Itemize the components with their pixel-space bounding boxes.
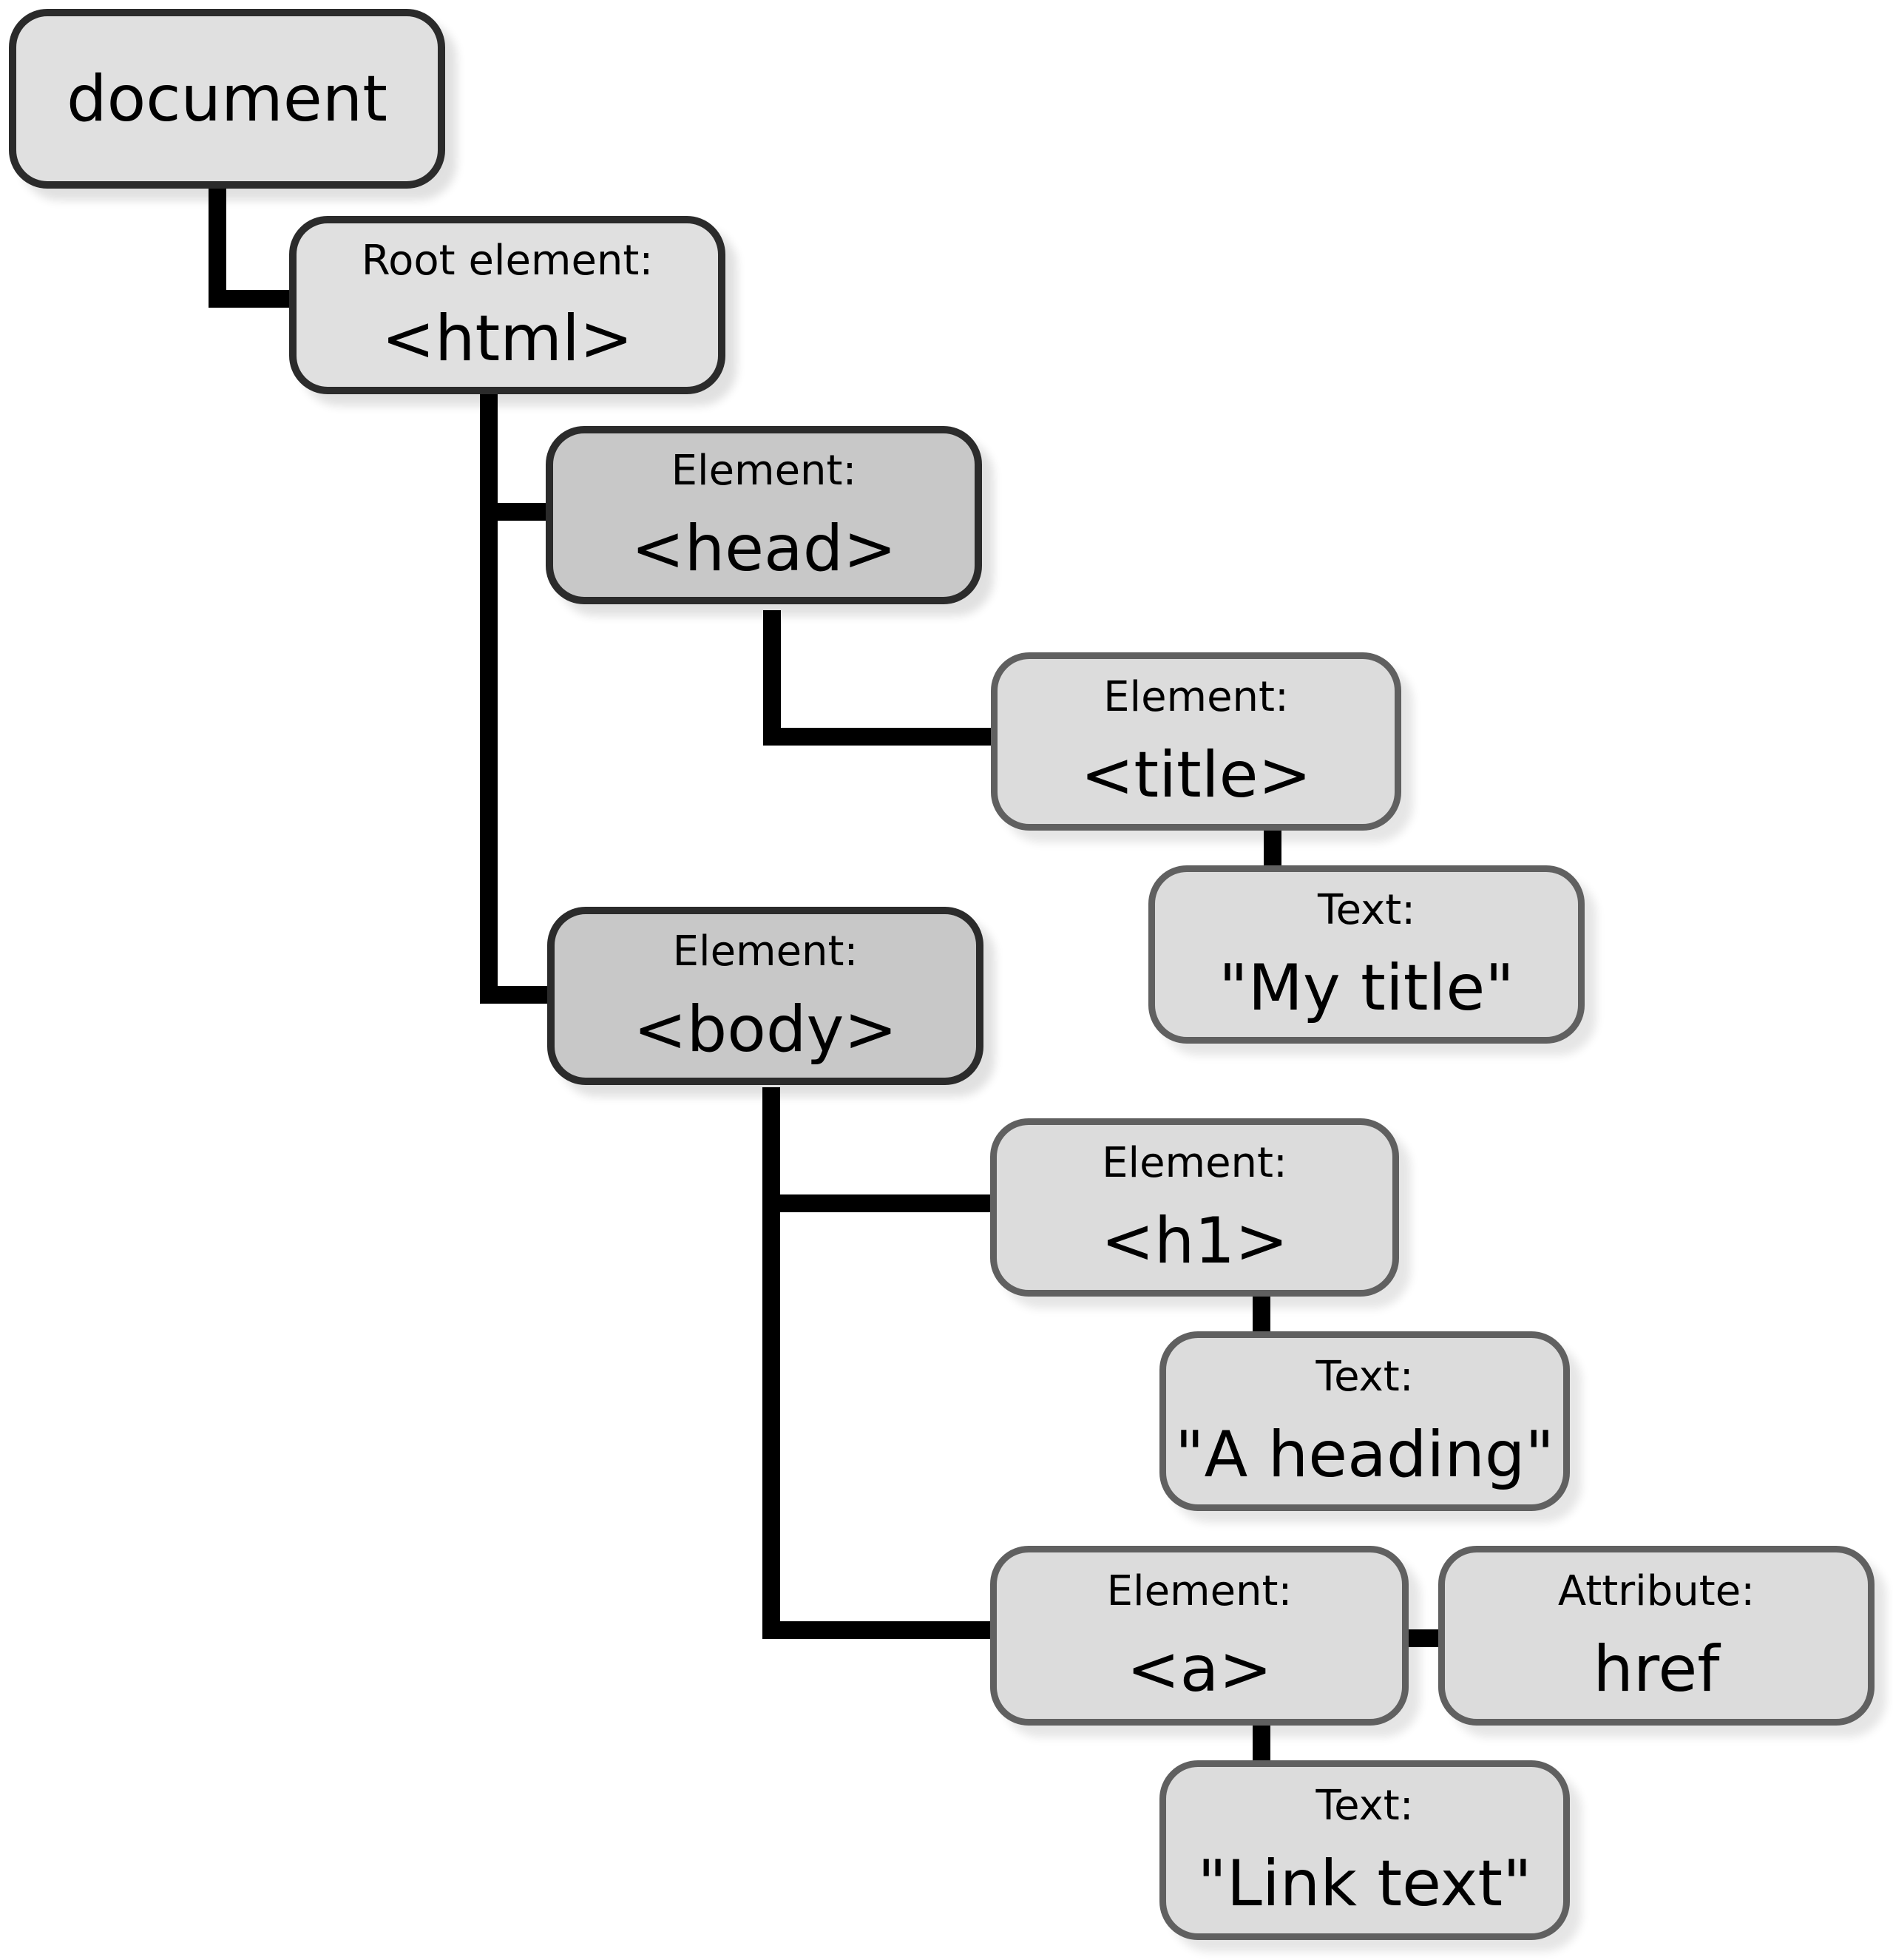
node-body: Element: <body> — [547, 907, 983, 1085]
node-a-text-label: Text: — [1315, 1781, 1414, 1830]
node-head: Element: <head> — [546, 426, 982, 604]
node-head-value: <head> — [631, 511, 897, 586]
node-a-value: <a> — [1126, 1632, 1273, 1706]
node-html-value: <html> — [381, 301, 633, 376]
node-title-label: Element: — [1103, 672, 1289, 721]
node-title-text-value: "My title" — [1219, 950, 1514, 1025]
node-a: Element: <a> — [990, 1546, 1409, 1726]
node-head-label: Element: — [671, 446, 857, 495]
node-title-value: <title> — [1080, 737, 1312, 812]
node-body-value: <body> — [633, 992, 898, 1067]
edge-body-a — [762, 1087, 991, 1639]
node-a-text-value: "Link text" — [1197, 1846, 1532, 1921]
node-a-label: Element: — [1106, 1567, 1293, 1615]
node-a-attribute-label: Attribute: — [1557, 1567, 1755, 1615]
node-html-label: Root element: — [361, 236, 654, 285]
node-a-attribute: Attribute: href — [1438, 1546, 1875, 1726]
node-document: document — [9, 9, 445, 189]
node-h1: Element: <h1> — [990, 1118, 1399, 1297]
edge-head-title — [763, 610, 991, 746]
node-document-value: document — [67, 61, 387, 136]
node-h1-label: Element: — [1102, 1138, 1287, 1187]
node-h1-value: <h1> — [1100, 1203, 1289, 1278]
node-h1-text: Text: "A heading" — [1159, 1331, 1570, 1511]
node-body-label: Element: — [672, 927, 859, 976]
node-title-text-label: Text: — [1317, 885, 1416, 934]
node-h1-text-value: "A heading" — [1175, 1417, 1554, 1492]
node-html: Root element: <html> — [289, 216, 725, 394]
edge-document-html — [209, 189, 291, 308]
node-title-text: Text: "My title" — [1148, 865, 1585, 1044]
node-a-text: Text: "Link text" — [1159, 1760, 1570, 1940]
edge-html-body — [480, 392, 549, 1004]
node-h1-text-label: Text: — [1315, 1352, 1414, 1401]
node-title: Element: <title> — [991, 652, 1401, 831]
node-a-attribute-value: href — [1593, 1632, 1720, 1706]
